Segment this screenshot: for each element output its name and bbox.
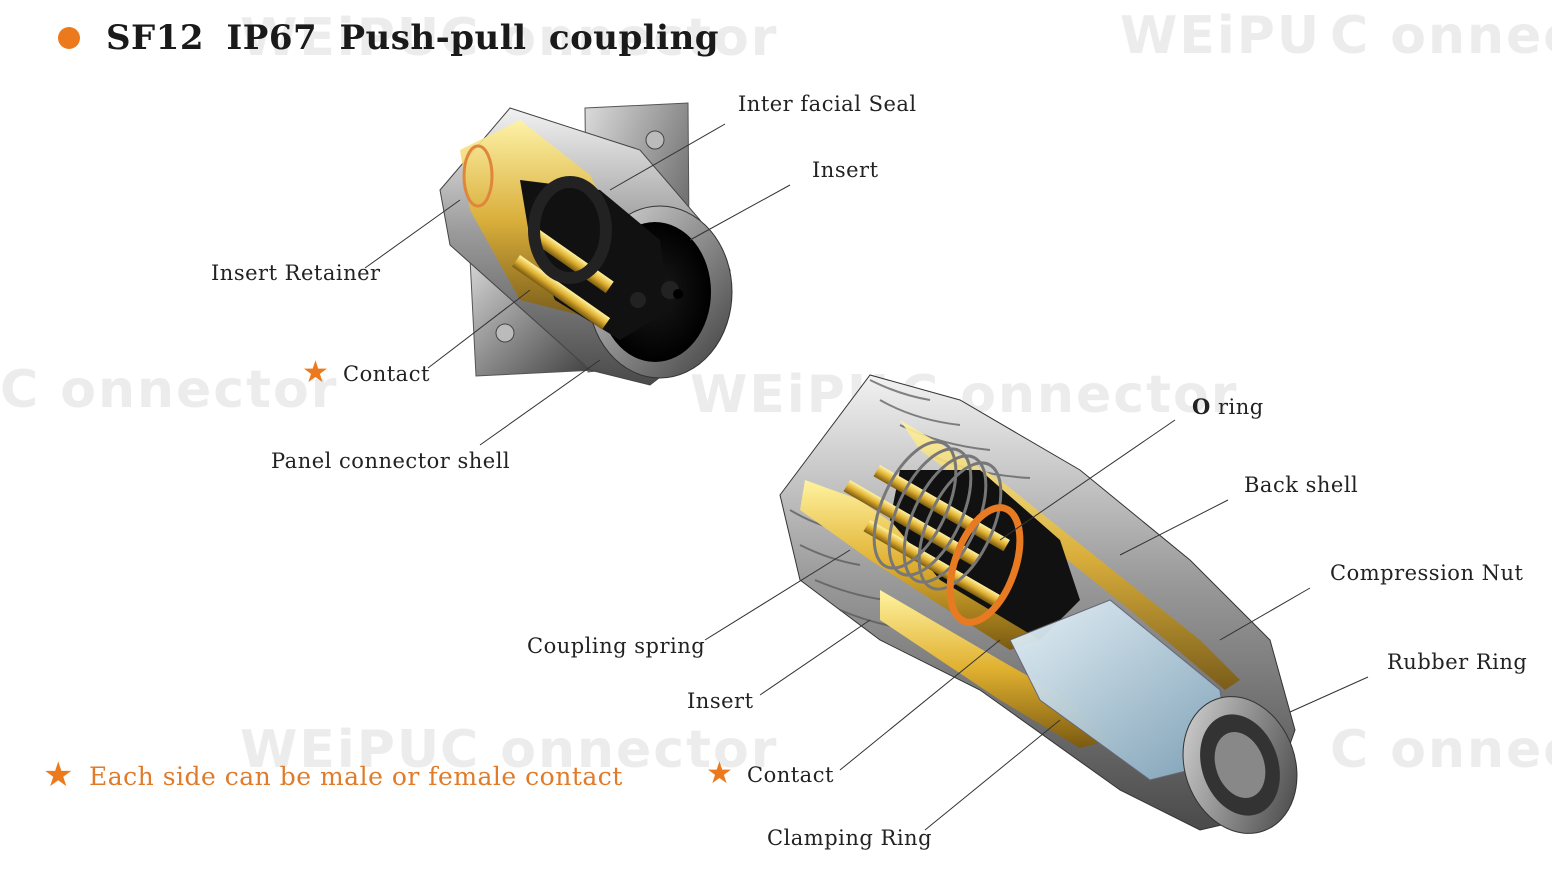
label-compression-nut: Compression Nut	[1330, 561, 1524, 585]
watermark-mid-left: C onnector	[0, 360, 339, 420]
label-plug-insert: Insert	[687, 689, 754, 713]
watermark-bottom-left: WEiPU	[240, 720, 442, 780]
watermark-bottom-left-2: C onnector	[440, 720, 779, 780]
label-back-shell: Back shell	[1244, 473, 1359, 497]
label-inter-facial-seal: Inter facial Seal	[738, 92, 917, 116]
panel-connector-art	[439, 102, 733, 386]
watermark-bottom-right: C onnector	[1330, 720, 1552, 780]
o-ring-rest: ring	[1210, 395, 1264, 419]
star-icon: ★	[302, 355, 329, 390]
label-panel-contact: Contact	[343, 362, 430, 386]
label-clamping-ring: Clamping Ring	[767, 826, 933, 850]
label-rubber-ring: Rubber Ring	[1387, 650, 1528, 674]
star-icon: ★	[706, 756, 733, 791]
cable-plug-art	[779, 374, 1298, 834]
o-ring-bold: O	[1192, 394, 1211, 419]
label-insert-retainer: Insert Retainer	[211, 261, 381, 285]
note-text: Each side can be male or female contact	[89, 762, 623, 791]
watermark-top-left: WEiPU	[240, 8, 442, 68]
panel-leader-lines	[364, 123, 791, 446]
watermark-top-right-2: C onnector	[1330, 6, 1552, 66]
bullet-dot-icon	[58, 27, 80, 49]
page-title: SF12 IP67 Push-pull coupling	[106, 18, 720, 58]
label-o-ring: O ring	[1192, 394, 1264, 419]
watermark-top-left-2: C onnector	[440, 8, 779, 68]
plug-leader-lines	[704, 419, 1369, 831]
watermark-top-right: WEiPU	[1120, 6, 1322, 66]
title-row: SF12 IP67 Push-pull coupling	[58, 18, 719, 58]
label-plug-contact: Contact	[747, 763, 834, 787]
label-coupling-spring: Coupling spring	[527, 634, 706, 658]
star-icon: ★	[43, 755, 74, 795]
label-panel-insert: Insert	[812, 158, 879, 182]
label-panel-connector-shell: Panel connector shell	[271, 449, 511, 473]
